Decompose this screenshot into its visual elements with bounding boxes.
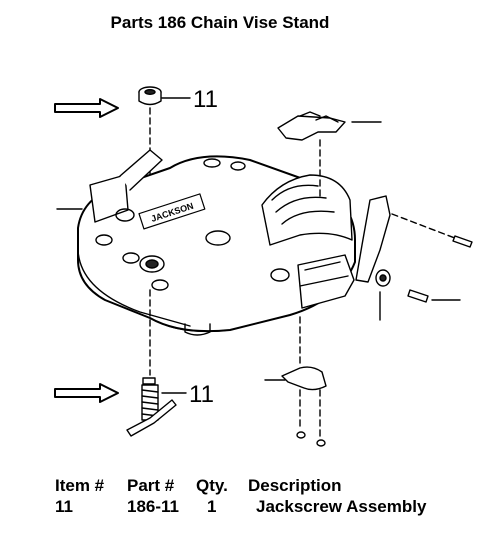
brand-logo	[138, 193, 206, 230]
screw-part-1	[296, 431, 306, 439]
rubber-cap-part	[138, 86, 191, 106]
table-header-description: Description	[248, 476, 342, 495]
pointer-arrow-bottom	[54, 383, 119, 403]
chain-hook-part	[277, 111, 382, 141]
table-header-qty: Qty.	[196, 476, 228, 495]
table-header-item: Item #	[55, 476, 105, 495]
callout-label-bottom: 11	[189, 381, 214, 408]
pin-part	[452, 235, 473, 248]
table-header-part: Part #	[127, 476, 175, 495]
table-cell-description: Jackscrew Assembly	[256, 497, 427, 516]
table-cell-item: 11	[55, 497, 73, 516]
screw-part-2	[316, 439, 326, 447]
page-title: Parts 186 Chain Vise Stand	[110, 13, 330, 32]
clamp-lever-part	[297, 195, 391, 309]
table-cell-qty: 1	[207, 497, 217, 516]
bolt-part	[407, 289, 429, 303]
jackscrew-assembly-part	[126, 377, 187, 437]
dashed-axis-pin	[391, 213, 461, 241]
pointer-arrow-top	[54, 98, 119, 118]
vise-stand-base: JACKSON	[77, 149, 356, 336]
table-cell-part: 186-11	[127, 497, 179, 516]
callout-label-top: 11	[193, 86, 218, 113]
spring-clip-part	[264, 366, 327, 391]
